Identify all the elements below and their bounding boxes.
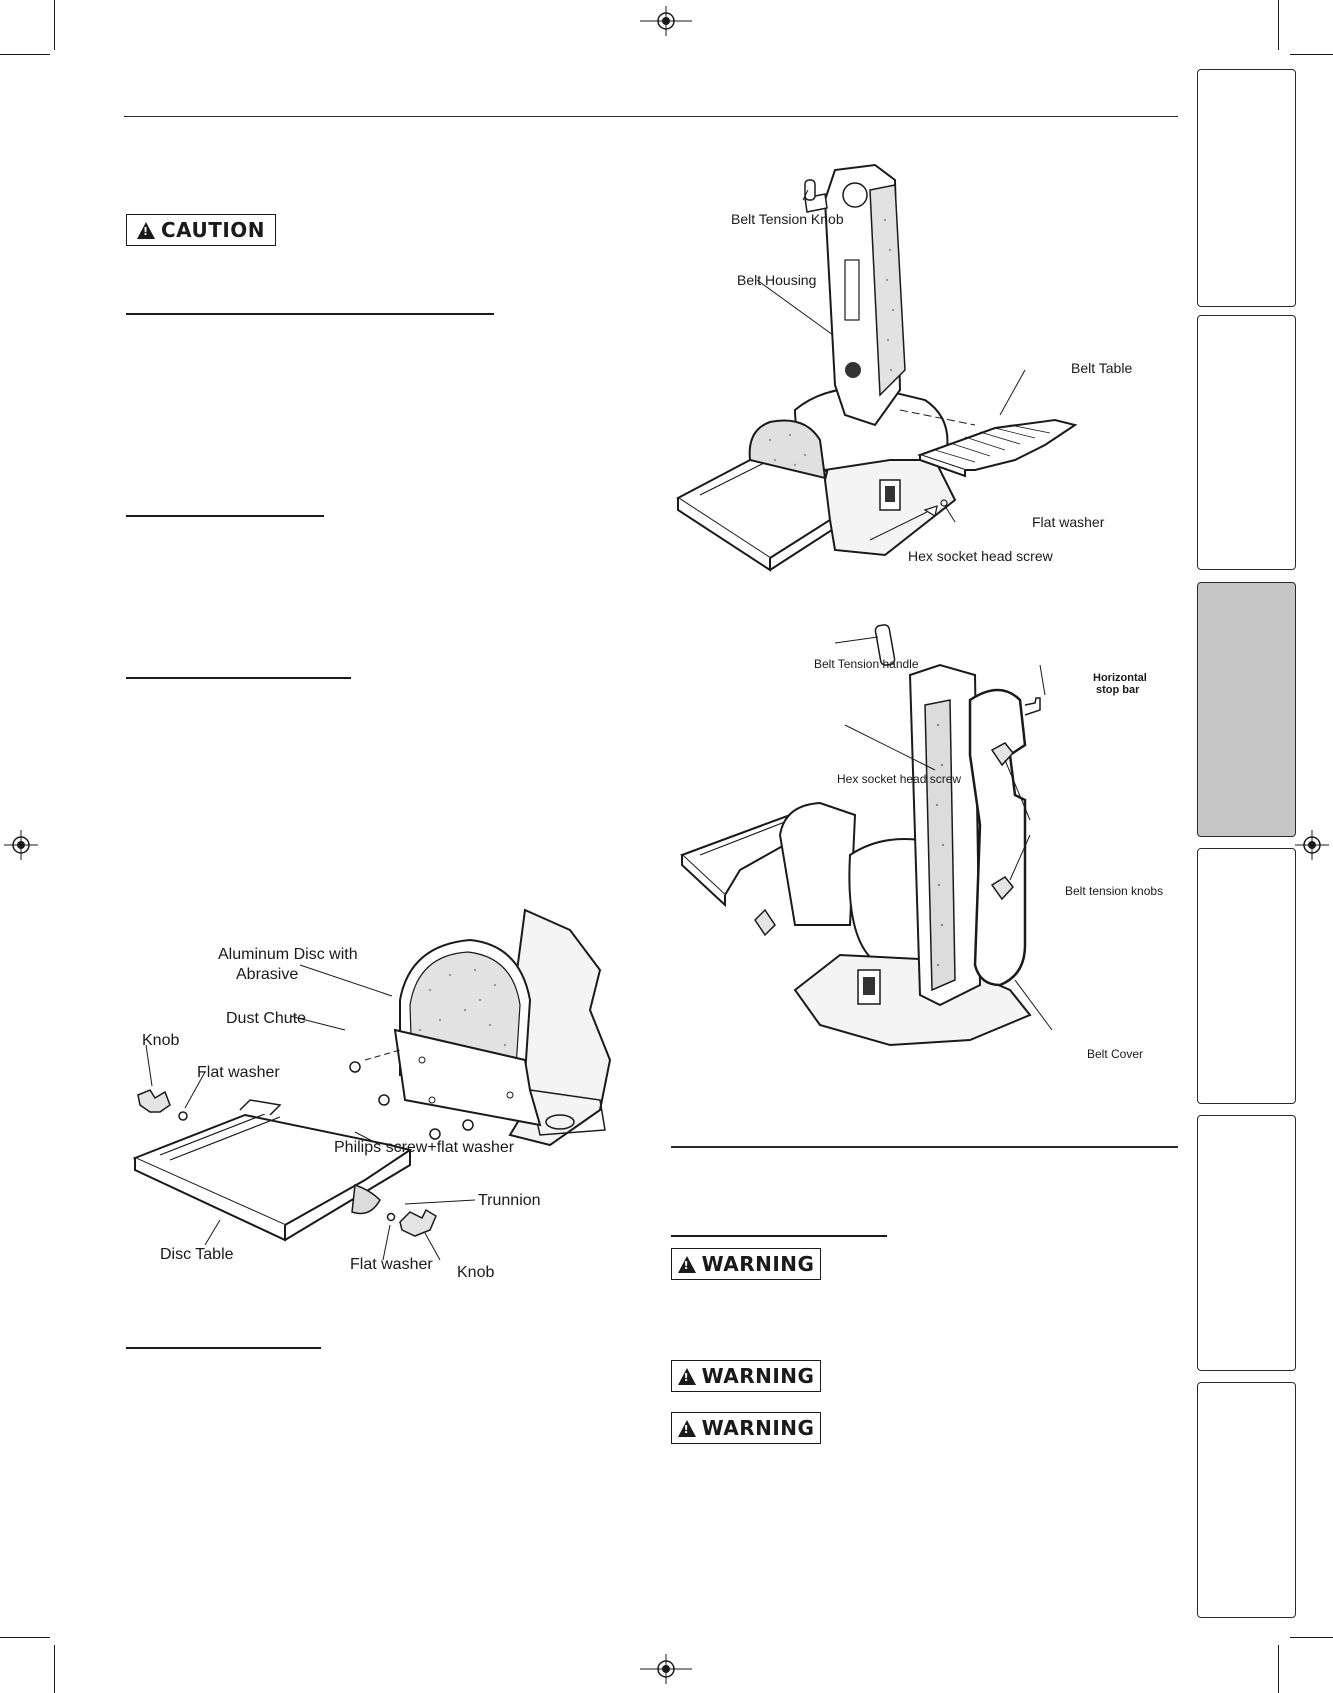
warning-triangle-icon [677,1419,696,1437]
label-knob-right: Knob [457,1264,495,1281]
section-heading-underline [126,1347,321,1349]
caution-badge: CAUTION [126,214,276,246]
crop-mark [1290,1637,1333,1638]
label-horizontal-stop-bar-2: stop bar [1096,684,1140,696]
crop-mark [54,1645,55,1693]
label-belt-tension-handle: Belt Tension handle [814,657,919,671]
registration-mark-left [4,830,38,860]
label-belt-housing: Belt Housing [737,272,817,288]
label-hex-socket-head-screw-2: Hex socket head screw [837,772,962,786]
label-dust-chute: Dust Chute [226,1010,307,1027]
warning-badge: WARNING [671,1360,821,1392]
warning-badge: WARNING [671,1412,821,1444]
label-trunnion: Trunnion [478,1192,541,1209]
belt-cover-figure [680,624,1053,1047]
crop-mark [1278,1645,1279,1693]
section-heading-underline [126,313,494,315]
label-aluminum-disc: Aluminum Disc with [218,946,358,963]
side-tab-2[interactable] [1197,315,1296,570]
section-heading-underline [671,1235,887,1237]
label-flat-washer-top: Flat washer [197,1064,280,1081]
side-tab-5[interactable] [1197,1115,1296,1371]
label-disc-table: Disc Table [160,1246,234,1263]
header-rule [124,116,1178,117]
label-flat-washer-bottom: Flat washer [350,1256,433,1273]
label-belt-tension-knobs: Belt tension knobs [1065,884,1164,898]
label-philips-screw: Philips screw+flat washer [334,1139,515,1156]
belt-table-figure [676,163,1078,572]
label-flat-washer: Flat washer [1032,514,1105,530]
side-tab-6[interactable] [1197,1382,1296,1618]
crop-mark [0,1637,50,1638]
registration-mark-top [640,6,692,36]
warning-badge: WARNING [671,1248,821,1280]
label-knob-left: Knob [142,1032,180,1049]
disc-table-figure [132,908,612,1261]
label-horizontal-stop-bar: Horizontal [1093,672,1147,684]
label-belt-cover: Belt Cover [1087,1047,1144,1061]
warning-label: WARNING [701,1252,815,1276]
crop-mark [1290,54,1333,55]
caution-label: CAUTION [160,218,266,242]
registration-mark-bottom [640,1654,692,1684]
label-aluminum-disc-2: Abrasive [236,966,299,983]
side-tab-4[interactable] [1197,848,1296,1104]
warning-label: WARNING [701,1416,815,1440]
warning-triangle-icon [677,1367,696,1385]
registration-mark-right [1295,830,1329,860]
warning-label: WARNING [701,1364,815,1388]
label-belt-tension-knob: Belt Tension Knob [731,211,844,227]
warning-triangle-icon [677,1255,696,1273]
side-tab-3-active[interactable] [1197,582,1296,837]
side-tab-1[interactable] [1197,69,1296,307]
section-heading-underline [126,677,351,679]
label-hex-socket-head-screw: Hex socket head screw [908,548,1053,564]
crop-mark [1278,0,1279,50]
section-rule [671,1146,1178,1148]
warning-triangle-icon [136,221,155,239]
label-belt-table: Belt Table [1071,360,1133,376]
section-heading-underline [126,515,324,517]
crop-mark [54,0,55,50]
crop-mark [0,54,50,55]
